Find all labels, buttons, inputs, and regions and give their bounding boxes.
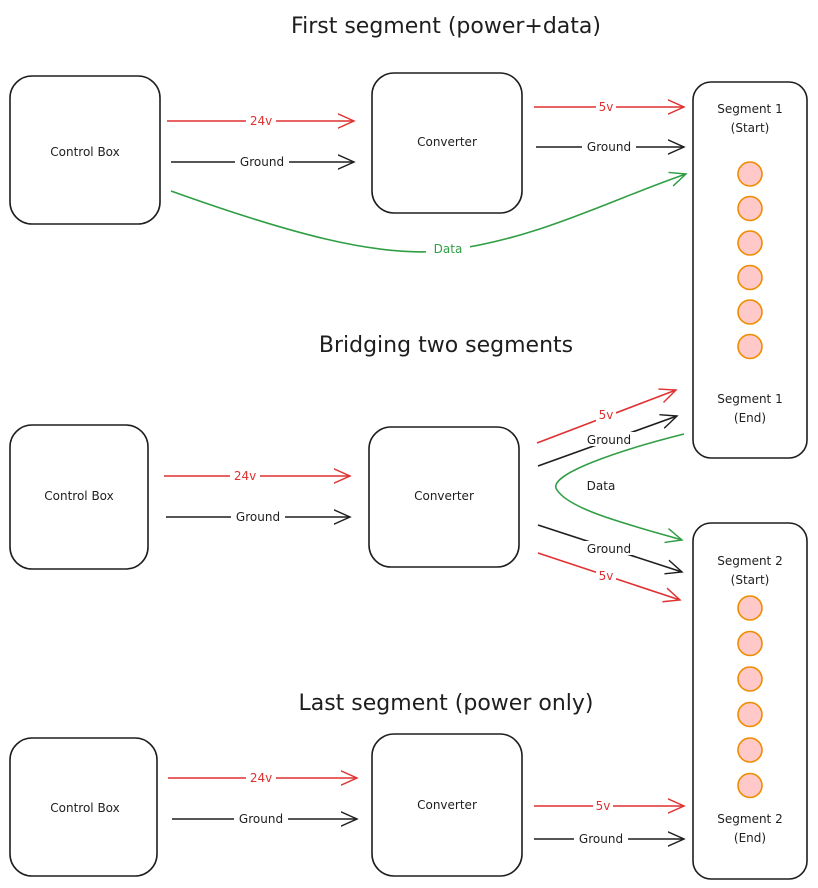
section-title-last: Last segment (power only) xyxy=(298,691,593,716)
section-title-bridge: Bridging two segments xyxy=(319,333,573,358)
led-2-3 xyxy=(737,666,763,692)
segment-1-strip: Segment 1 (Start) Segment 1 (End) xyxy=(692,81,808,459)
segment-2-start-sublabel: (Start) xyxy=(731,573,770,587)
converter-3-label: Converter xyxy=(417,798,477,812)
wire-24v-1-label: 24v xyxy=(250,114,272,128)
converter-1-label: Converter xyxy=(417,135,477,149)
segment-2-start-label: Segment 2 xyxy=(717,554,782,568)
wire-5v-3-label: 5v xyxy=(596,799,611,813)
led-1-6 xyxy=(737,333,763,360)
section-title-first: First segment (power+data) xyxy=(291,14,601,39)
wire-data-2 xyxy=(554,433,685,540)
segment-2-end-label: Segment 2 xyxy=(717,812,782,826)
segment-1-start-label: Segment 1 xyxy=(717,102,782,116)
segment-1-end-sublabel: (End) xyxy=(734,411,766,425)
segment-2-leds xyxy=(737,595,763,799)
led-2-5 xyxy=(737,737,763,763)
led-2-1 xyxy=(737,595,763,621)
control-box-3-label: Control Box xyxy=(50,801,120,815)
control-box-3 xyxy=(9,737,158,877)
segment-2-strip: Segment 2 (Start) Segment 2 (End) xyxy=(692,522,808,880)
wire-24v-2-label: 24v xyxy=(234,469,256,483)
wire-data-2-label: Data xyxy=(587,479,616,493)
led-1-3 xyxy=(737,230,763,256)
converter-2-label: Converter xyxy=(414,489,474,503)
led-1-1 xyxy=(737,161,763,187)
led-2-4 xyxy=(737,701,763,728)
control-box-2 xyxy=(9,424,149,570)
segment-2-end-sublabel: (End) xyxy=(734,831,766,845)
segment-1-leds xyxy=(737,161,763,360)
wire-24v-3-label: 24v xyxy=(250,771,272,785)
led-2-2 xyxy=(737,630,763,657)
converter-3 xyxy=(371,733,523,877)
segment-1-end-label: Segment 1 xyxy=(717,392,782,406)
wire-ground-2a-label: Ground xyxy=(587,433,631,447)
section-first: Control Box Converter 24v Ground 5v Grou… xyxy=(9,72,686,256)
converter-1 xyxy=(371,72,523,214)
converter-2 xyxy=(368,426,520,568)
control-box-1-label: Control Box xyxy=(50,145,120,159)
wire-ground-1b-label: Ground xyxy=(587,140,631,154)
control-box-1 xyxy=(9,75,161,225)
wire-ground-2-label: Ground xyxy=(236,510,280,524)
segment-2-box xyxy=(692,522,808,880)
led-2-6 xyxy=(737,772,763,799)
wire-5v-1-label: 5v xyxy=(599,100,614,114)
segment-1-start-sublabel: (Start) xyxy=(731,121,770,135)
section-last: Control Box Converter 24v Ground 5v Grou… xyxy=(9,733,684,877)
wire-5v-2b-label: 5v xyxy=(599,569,614,583)
led-1-2 xyxy=(737,195,763,222)
wire-ground-3-label: Ground xyxy=(239,812,283,826)
control-box-2-label: Control Box xyxy=(44,489,114,503)
wire-ground-3b-label: Ground xyxy=(579,832,623,846)
wire-data-1-label: Data xyxy=(434,242,463,256)
led-1-5 xyxy=(737,299,763,325)
section-bridge: Control Box Converter 24v Ground 5v Grou… xyxy=(9,390,685,600)
wire-ground-2b-label: Ground xyxy=(587,542,631,556)
led-1-4 xyxy=(737,264,763,291)
wire-ground-1-label: Ground xyxy=(240,155,284,169)
wire-5v-2a-label: 5v xyxy=(599,408,614,422)
